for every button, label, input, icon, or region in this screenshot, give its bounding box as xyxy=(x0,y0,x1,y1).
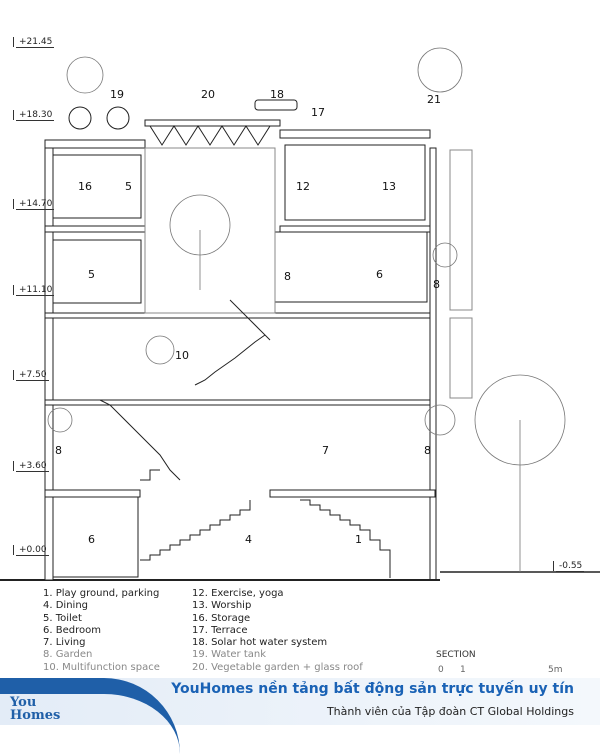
scale-tick: 1 xyxy=(460,665,466,675)
level-label: +11.10 xyxy=(12,285,55,296)
level-label: +21.45 xyxy=(12,37,55,48)
legend-item: 1. Play ground, parking xyxy=(43,588,160,599)
legend-item: 7. Living xyxy=(43,637,86,649)
room-label: 6 xyxy=(88,533,95,546)
legend-item: 6. Bedroom xyxy=(43,624,101,636)
room-label: 1 xyxy=(355,533,362,546)
room-label: 13 xyxy=(382,180,396,193)
room-label: 20 xyxy=(201,88,215,101)
legend-item: 10. Multifunction space xyxy=(43,661,160,673)
room-label: 5 xyxy=(125,180,132,193)
legend-column-2: 12. Exercise, yoga 13. Worship 16. Stora… xyxy=(192,588,363,674)
watermark-subline: Thành viên của Tập đoàn CT Global Holdin… xyxy=(326,705,574,718)
level-label: +3.60 xyxy=(13,461,49,472)
room-label: 21 xyxy=(427,93,441,106)
room-label: 8 xyxy=(284,270,291,283)
legend-column-1: 1. Play ground, parking 4. Dining 5. Toi… xyxy=(43,588,160,674)
legend-item: 17. Terrace xyxy=(192,624,248,636)
room-label: 12 xyxy=(296,180,310,193)
room-label: 18 xyxy=(270,88,284,101)
room-label: 5 xyxy=(88,268,95,281)
watermark-tagline: YouHomes nền tảng bất động sản trực tuyế… xyxy=(171,681,574,697)
section-drawing xyxy=(0,47,600,581)
room-label: 7 xyxy=(322,444,329,457)
room-label: 19 xyxy=(110,88,124,101)
legend-item: 18. Solar hot water system xyxy=(192,637,328,649)
legend-item: 19. Water tank xyxy=(192,649,266,661)
room-label: 4 xyxy=(245,533,252,546)
section-title: SECTION xyxy=(436,650,476,660)
legend-item: 5. Toilet xyxy=(43,612,82,624)
level-label: +7.50 xyxy=(13,370,49,381)
level-label: +0.00 xyxy=(13,545,49,556)
level-label: +14.70 xyxy=(12,199,55,210)
legend-item: 8. Garden xyxy=(43,649,93,661)
legend-item: 20. Vegetable garden + glass roof xyxy=(192,661,363,673)
scale-tick: 5m xyxy=(548,665,563,675)
scale-tick: 0 xyxy=(438,665,444,675)
room-label: 16 xyxy=(78,180,92,193)
level-label: +18.30 xyxy=(12,110,55,121)
room-label: 6 xyxy=(376,268,383,281)
room-label: 8 xyxy=(55,444,62,457)
legend-item: 4. Dining xyxy=(43,600,88,612)
room-label: 8 xyxy=(424,444,431,457)
legend-item: 12. Exercise, yoga xyxy=(192,588,284,599)
legend-item: 16. Storage xyxy=(192,612,251,624)
room-label: 17 xyxy=(311,106,325,119)
room-label: 10 xyxy=(175,349,189,362)
legend-item: 13. Worship xyxy=(192,600,252,612)
level-label: -0.55 xyxy=(552,561,585,572)
room-label: 8 xyxy=(433,278,440,291)
